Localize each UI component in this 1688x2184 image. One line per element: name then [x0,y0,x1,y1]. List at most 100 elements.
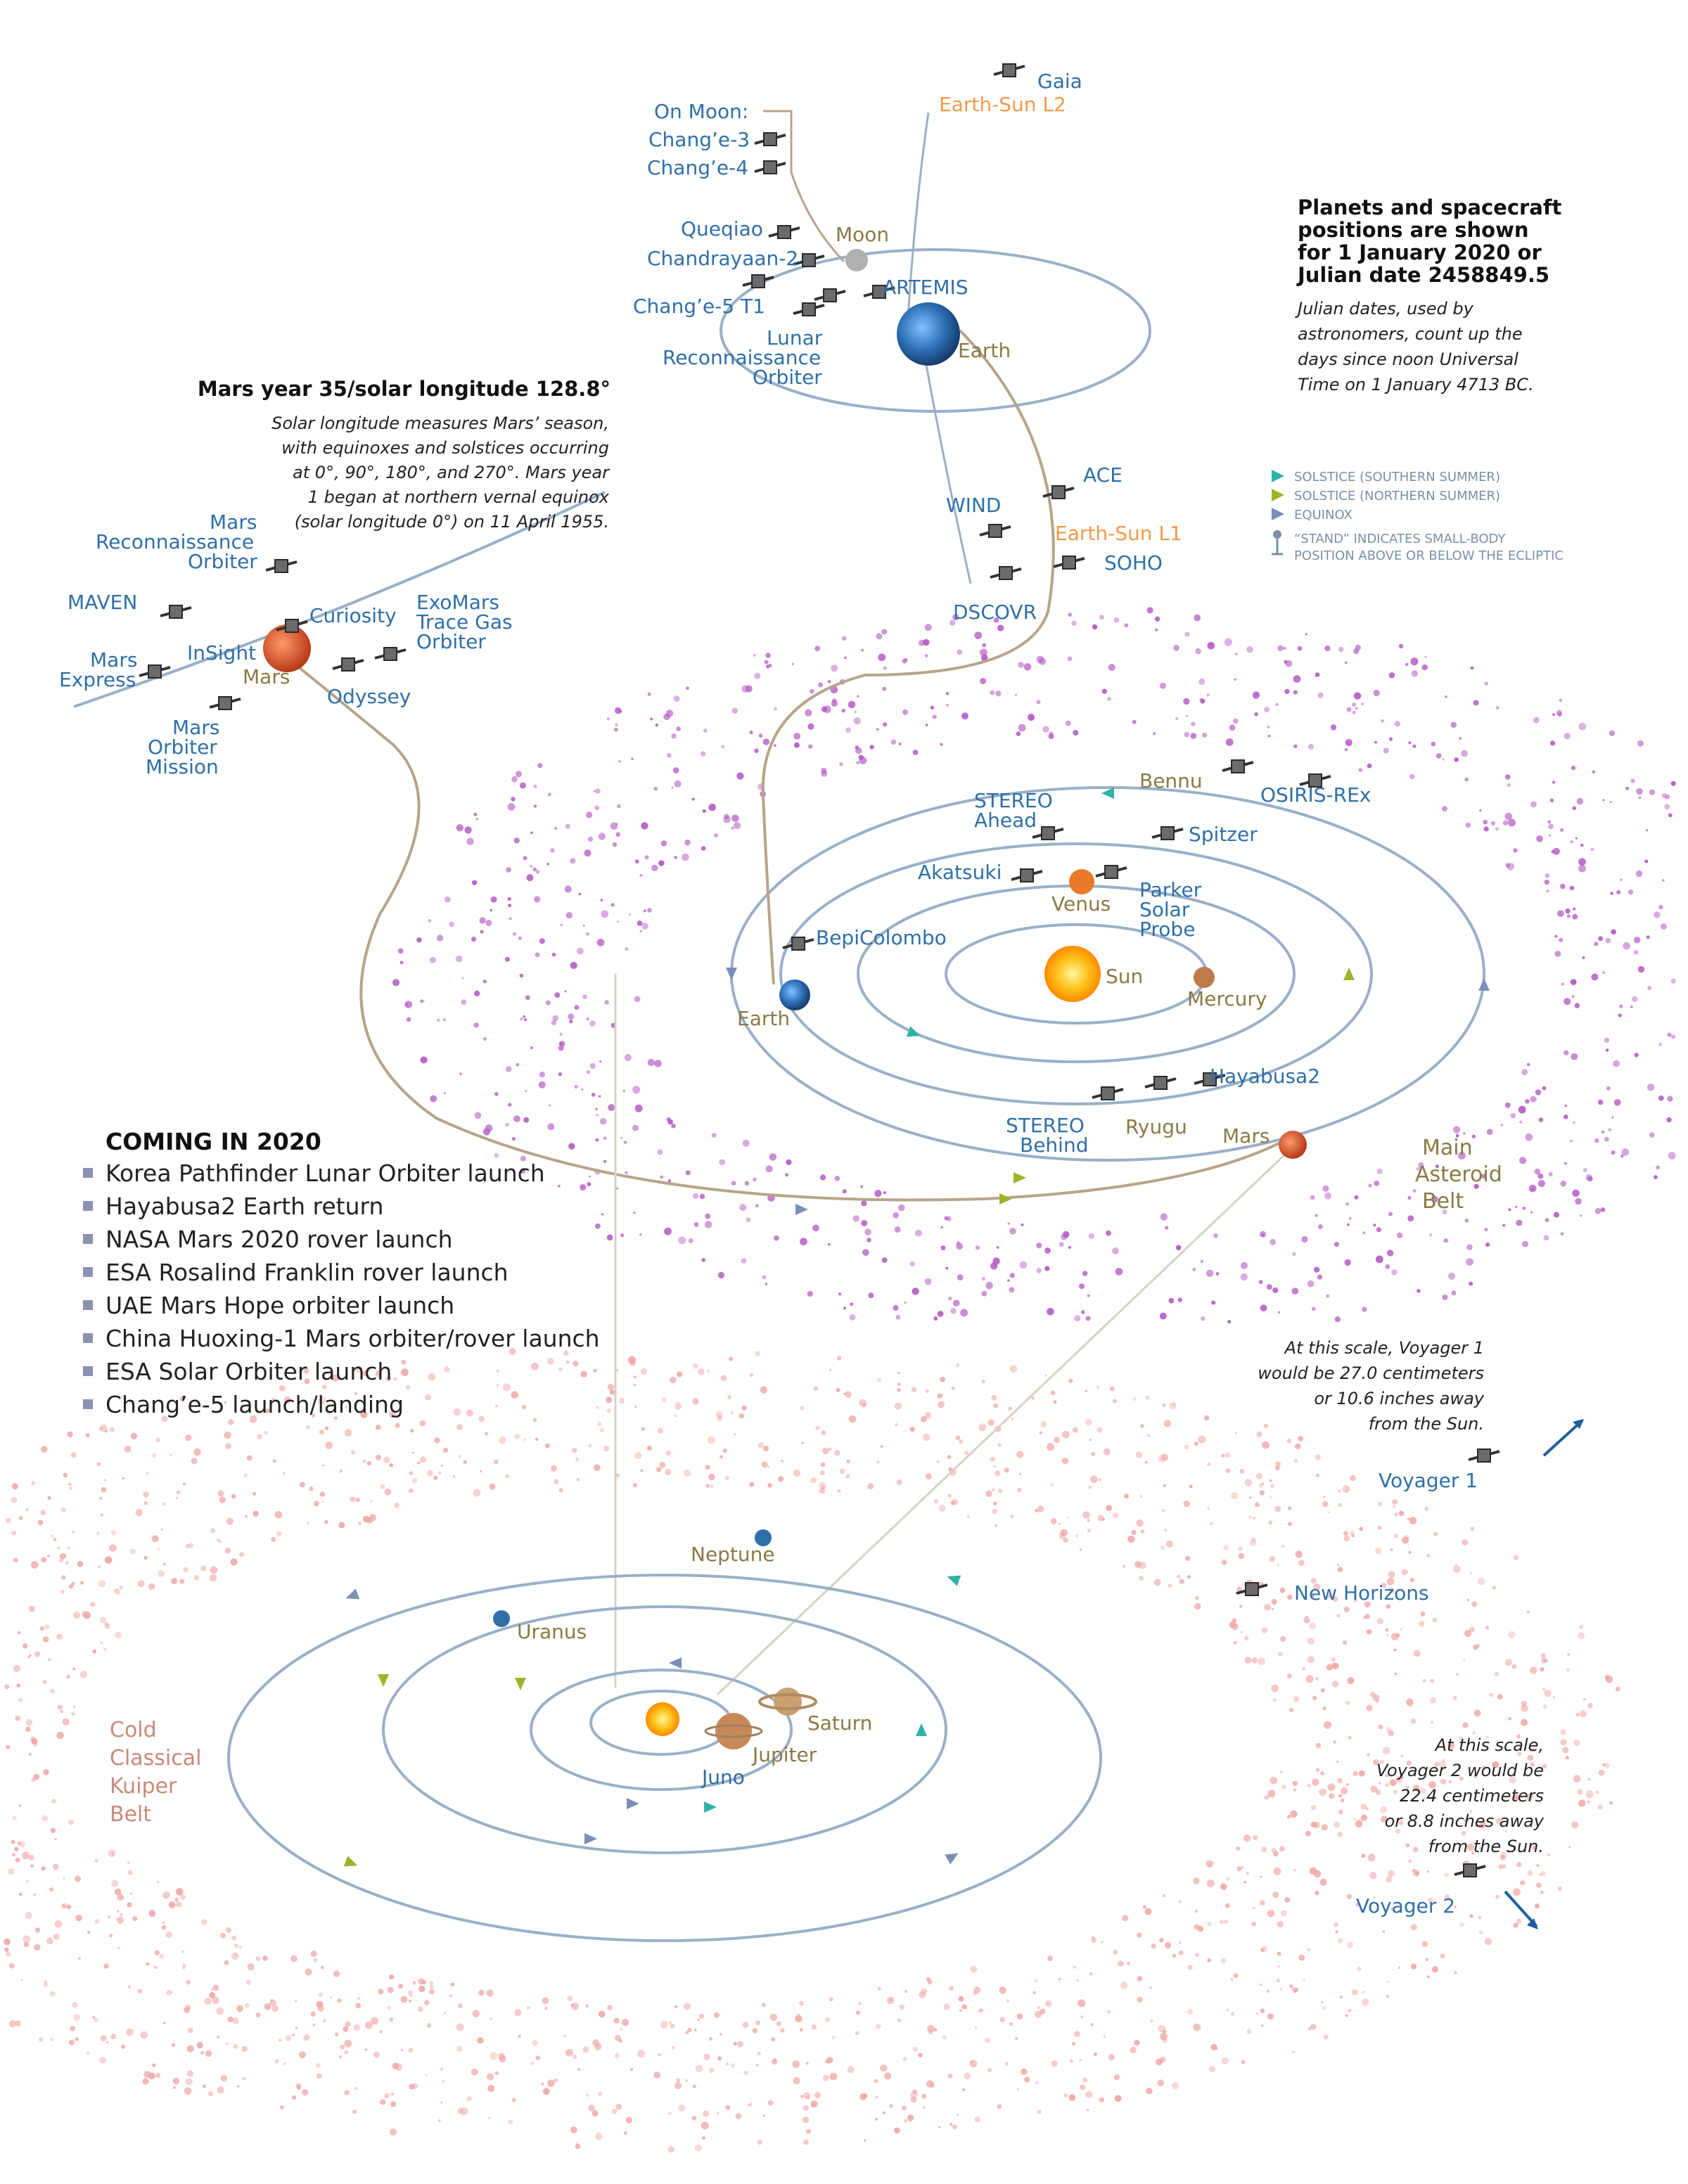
kuiper-dot [1179,1941,1182,1944]
asteroid-dot [739,1204,747,1212]
kuiper-dot [1345,1700,1350,1705]
kuiper-dot [1385,1628,1389,1632]
asteroid-dot [731,814,739,822]
kuiper-dot [1310,1804,1317,1811]
asteroid-dot [1510,1112,1516,1119]
asteroid-dot [647,1058,655,1067]
kuiper-dot [1313,1821,1320,1829]
asteroid-dot [1670,978,1676,984]
kuiper-dot [1151,1944,1156,1949]
asteroid-dot [1564,1115,1568,1119]
kuiper-dot [163,1562,166,1566]
kuiper-dot [1047,1955,1053,1962]
asteroid-dot [1658,905,1663,910]
asteroid-dot [603,1136,607,1141]
kuiper-dot [96,1462,101,1466]
asteroid-dot [511,1137,516,1141]
kuiper-dot [1566,1668,1571,1672]
kuiper-dot [1053,1400,1057,1404]
kuiper-dot [1260,1900,1265,1906]
orbit-marker [669,1657,682,1669]
orbit-marker [584,1833,597,1844]
kuiper-dot [667,2146,674,2153]
kuiper-dot [1338,1489,1341,1493]
asteroid-dot [1293,744,1298,748]
kuiper-dot [697,2018,700,2021]
kuiper-dot [592,2110,599,2117]
kuiper-dot [364,2048,368,2051]
kuiper-dot [73,2014,80,2021]
kuiper-dot [494,1459,499,1464]
kuiper-dot [23,1941,30,1947]
kuiper-dot [58,1547,60,1550]
kuiper-dot [875,2117,878,2121]
kuiper-dot [1087,1519,1090,1522]
stand-icon [1272,530,1283,555]
kuiper-dot [1261,1846,1267,1853]
kuiper-dot [897,2018,902,2023]
kuiper-dot [1331,1662,1337,1668]
label-voyager-1: Voyager 1 [1379,1469,1478,1492]
kuiper-dot [755,2020,761,2026]
asteroid-dot [1315,672,1320,677]
kuiper-dot [219,1540,222,1543]
kuiper-dot [1427,1897,1433,1903]
label-mex-1: Mars [90,648,137,672]
kuiper-dot [151,1535,159,1543]
kuiper-dot [1466,1843,1475,1851]
asteroid-dot [565,912,573,919]
kuiper-dot [168,1901,176,1908]
asteroid-dot [957,1274,964,1280]
kuiper-dot [1322,1707,1326,1711]
kuiper-dot [297,2086,301,2090]
asteroid-dot [615,723,618,727]
asteroid-dot [1036,1242,1042,1249]
asteroid-dot [1407,1215,1414,1222]
kuiper-dot [486,2073,494,2081]
kuiper-dot [12,1853,15,1857]
kuiper-dot [1575,1713,1580,1716]
kuiper-dot [951,1386,955,1390]
kuiper-dot [1320,1688,1325,1693]
kuiper-dot [1353,1771,1359,1776]
asteroid-dot [883,722,888,727]
kuiper-dot [344,2039,352,2048]
asteroid-dot [786,1159,792,1165]
kuiper-dot [724,1475,729,1481]
asteroid-dot [1224,638,1232,646]
kuiper-dot [1120,1981,1128,1990]
kuiper-dot [1511,1664,1517,1669]
kuiper-dot [417,1461,421,1465]
kuiper-dot [1542,1704,1547,1709]
asteroid-dot [509,917,512,920]
kuiper-dot [1108,2054,1115,2061]
kuiper-dot [720,1455,723,1459]
kuiper-dot [1340,1996,1343,1999]
asteroid-dot [982,643,986,648]
kuiper-dot [1261,1482,1265,1485]
kuiper-dot [1162,1403,1166,1408]
asteroid-dot [643,909,647,913]
kuiper-dot [1163,1528,1168,1532]
kuiper-dot [565,2048,573,2057]
asteroid-dot [399,961,404,965]
kuiper-dot [1412,1868,1416,1873]
kuiper-dot [100,1641,103,1645]
asteroid-dot [633,1212,636,1214]
kuiper-dot [595,2132,603,2140]
kuiper-dot [67,1431,73,1438]
kuiper-dot [1544,1690,1552,1697]
kuiper-dot [4,1684,10,1690]
kuiper-dot [981,1379,985,1384]
asteroid-dot [746,1217,751,1223]
asteroid-dot [1537,1173,1544,1179]
kuiper-dot [478,1415,485,1422]
kuiper-dot [542,1997,549,2005]
kuiper-dot [1338,1503,1343,1508]
asteroid-dot [1530,1211,1533,1214]
kuiper-dot [563,1350,569,1356]
asteroid-dot [845,727,851,733]
kuiper-dot [441,2079,445,2083]
kuiper-dot [769,2013,777,2021]
asteroid-dot [610,822,618,830]
